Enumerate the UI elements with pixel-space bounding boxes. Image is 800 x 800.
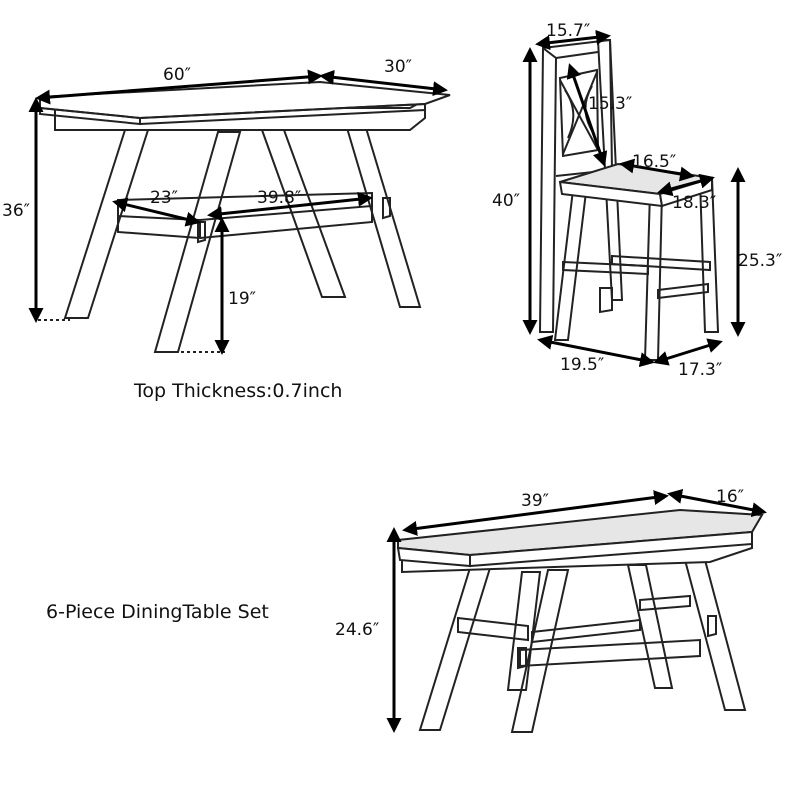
table-length-arrow [35,69,323,105]
table-height-label: 36″ [2,201,30,221]
chair-height-label: 40″ [492,191,520,211]
table-drawing [38,80,451,353]
shelf-length-arrow [207,191,373,222]
chair-base-width-label: 19.5″ [560,355,604,375]
top-thickness-caption: Top Thickness:0.7inch [134,380,343,402]
bench-width-label: 16″ [716,487,744,507]
chair-base-depth-arrow [653,338,723,366]
chair-base-width-arrow [537,334,655,368]
chair-back-width-label: 15.7″ [546,21,590,41]
bench-width-arrow [667,488,767,518]
bench-drawing [396,508,764,733]
chair-base-depth-label: 17.3″ [678,360,722,380]
chair-back-height-label: 15.3″ [588,94,632,114]
table-width-arrow [319,69,448,97]
chair-seat-depth-label: 18.3″ [672,193,716,213]
shelf-height-label: 19″ [228,289,256,309]
shelf-length-label: 39.8″ [257,188,301,208]
bench-length-arrow [402,490,669,536]
chair-back-height-arrow [566,63,608,167]
bench-length-label: 39″ [521,491,549,511]
chair-seat-depth-arrow [657,173,715,197]
set-title: 6-Piece DiningTable Set [46,601,269,623]
chair-back-width-arrow [535,29,611,51]
chair-seat-height-label: 25.3″ [738,251,782,271]
shelf-depth-arrow [112,197,201,227]
shelf-depth-label: 23″ [150,188,178,208]
table-width-label: 30″ [384,57,412,77]
table-length-label: 60″ [163,65,191,85]
bench-height-label: 24.6″ [335,620,379,640]
chair-seat-width-label: 16.5″ [632,152,676,172]
